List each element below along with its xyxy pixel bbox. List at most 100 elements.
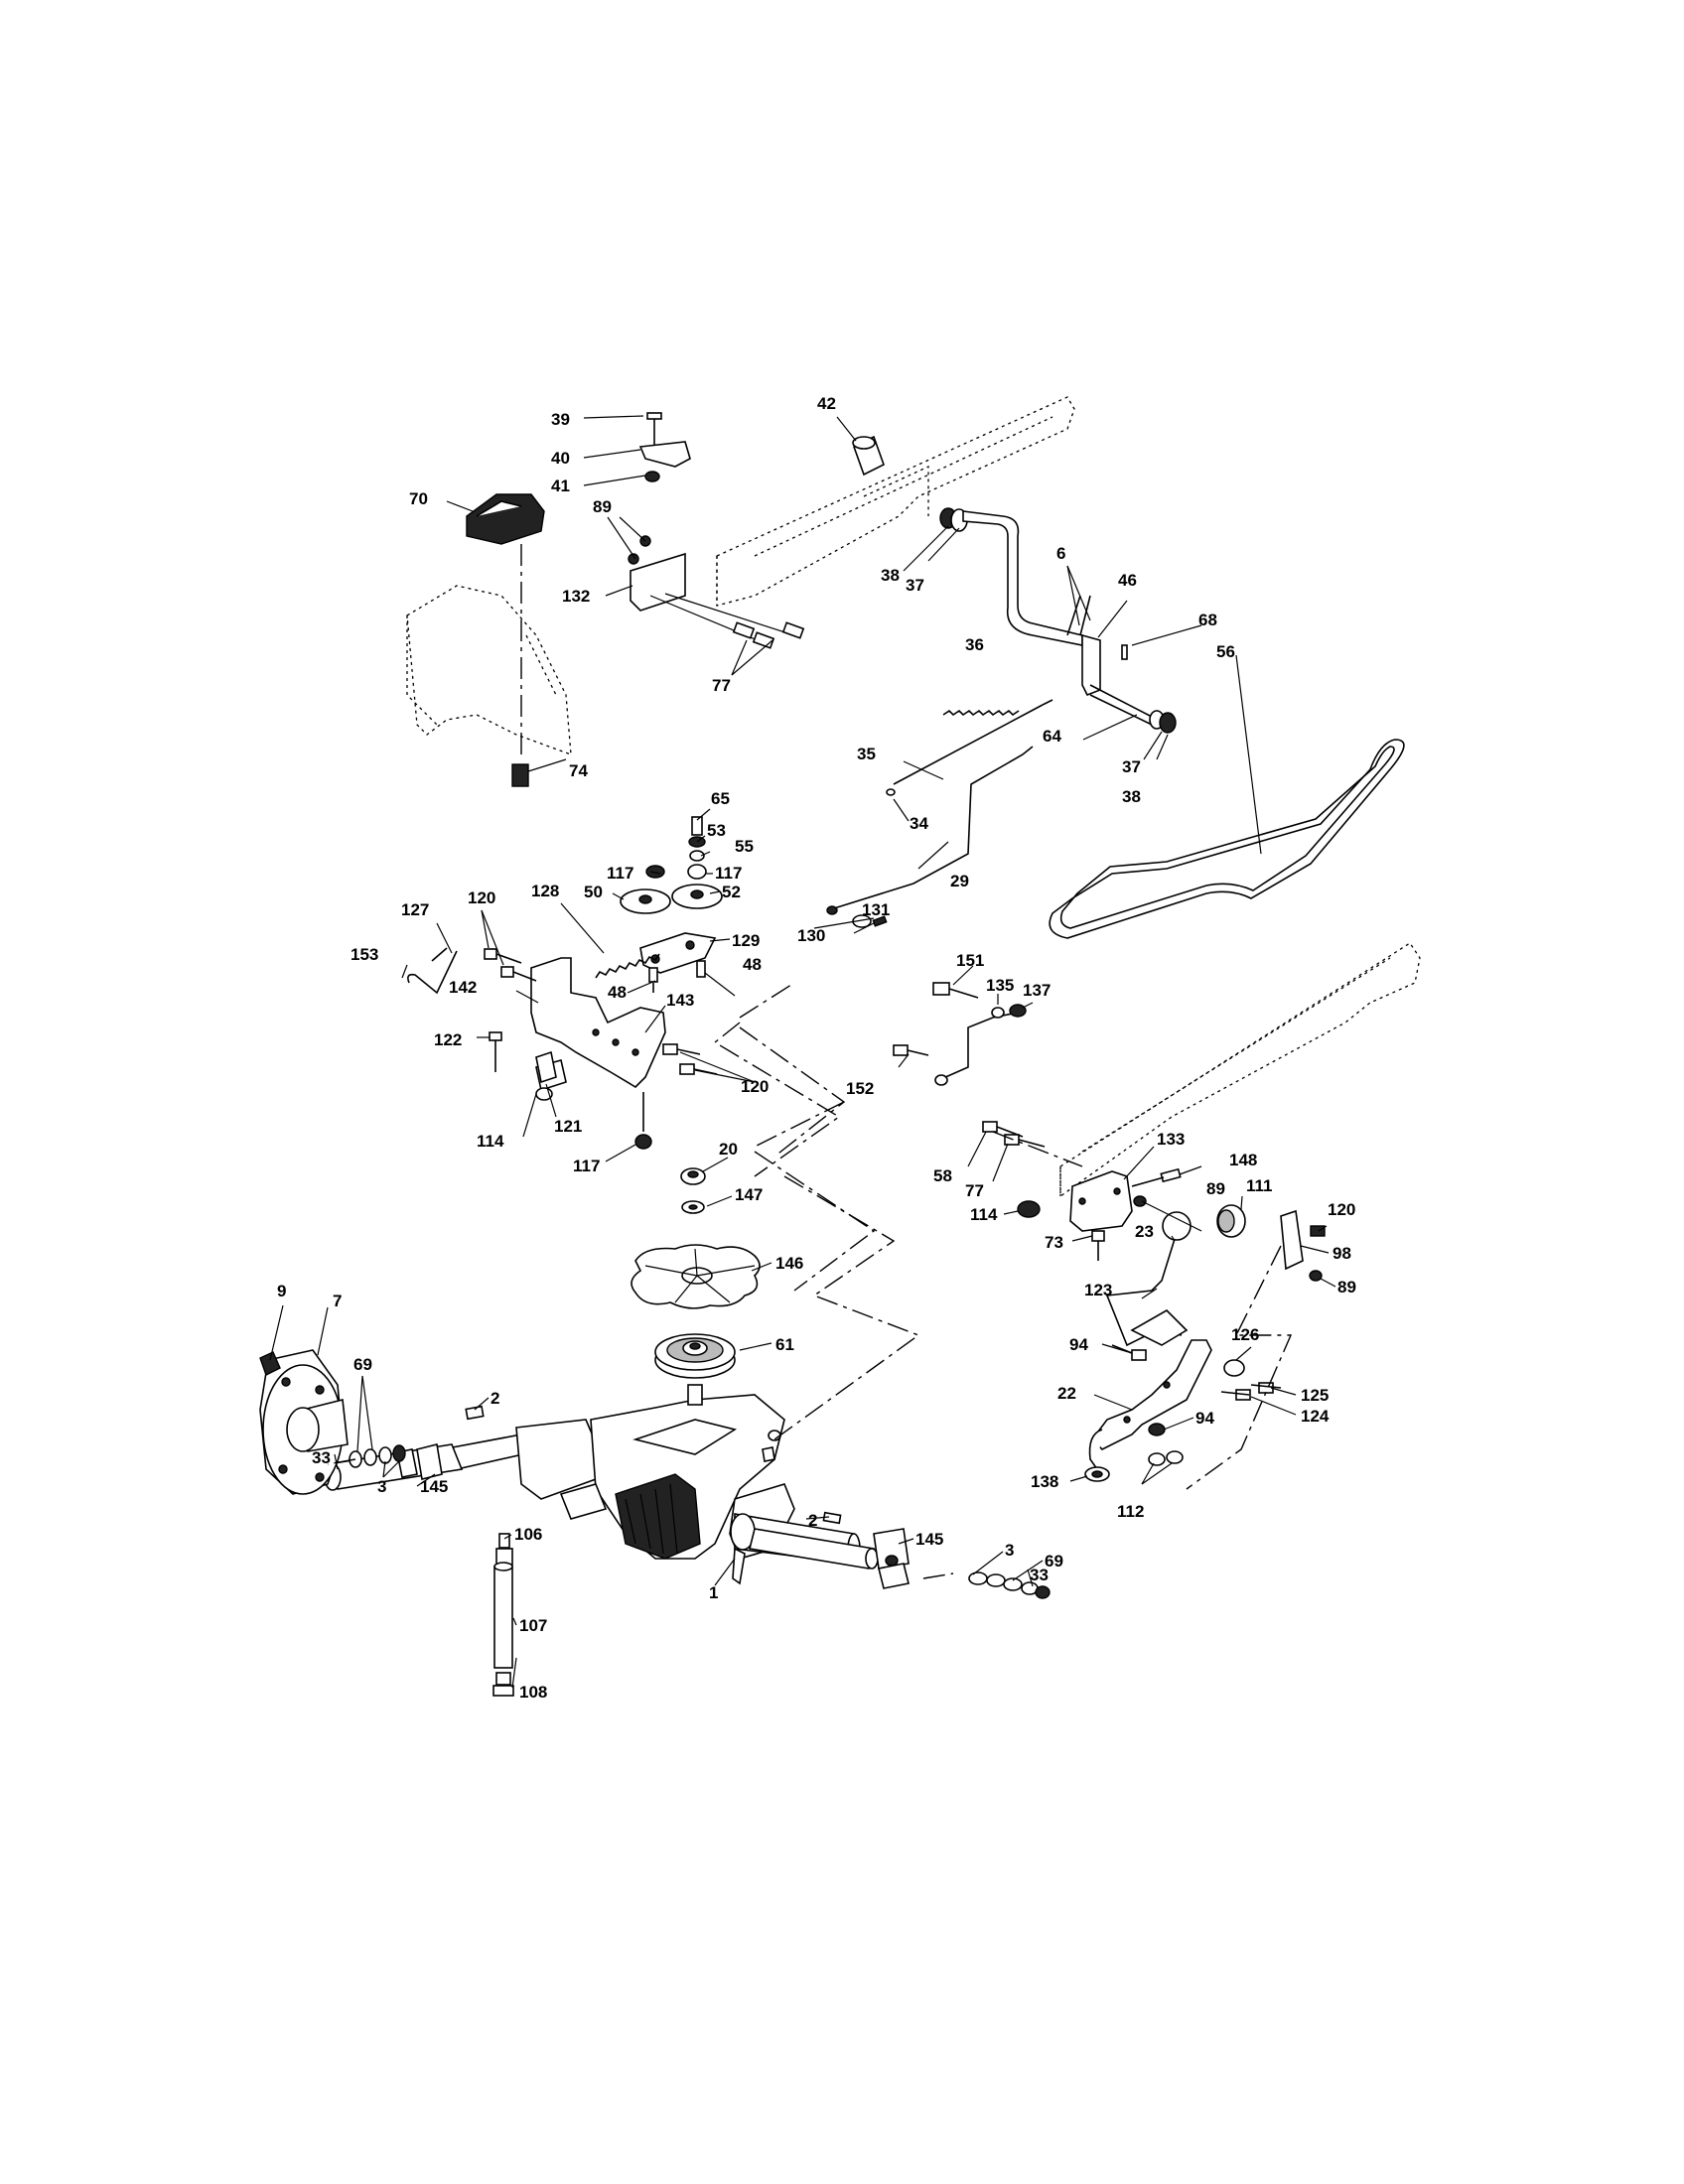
callout-145-right: 145: [915, 1530, 943, 1549]
callout-56: 56: [1216, 642, 1235, 661]
callout-148: 148: [1229, 1151, 1257, 1169]
callout-143: 143: [666, 991, 694, 1010]
callout-7: 7: [333, 1292, 342, 1310]
belt-routing-lines: [713, 982, 1293, 1490]
callout-111: 111: [1246, 1176, 1273, 1195]
callout-61: 61: [775, 1335, 794, 1354]
callout-69-right: 69: [1045, 1552, 1063, 1570]
callout-69-left: 69: [353, 1355, 372, 1374]
callout-123: 123: [1084, 1281, 1112, 1299]
pulleys-50-52: [620, 816, 723, 993]
fan-146: [631, 1244, 761, 1309]
callout-133: 133: [1157, 1130, 1185, 1149]
callout-89-right: 89: [1337, 1278, 1356, 1297]
bushing-111: [1216, 1204, 1246, 1238]
callout-2-right: 2: [808, 1511, 817, 1530]
callout-120-center: 120: [741, 1077, 769, 1096]
bracket-98: [1280, 1209, 1326, 1282]
callout-153: 153: [351, 945, 378, 964]
callout-108: 108: [519, 1683, 547, 1702]
callout-labels: 39 40 41 42 70 89 132 77 38 37 6 46 68 3…: [277, 394, 1356, 1702]
callout-70: 70: [409, 489, 428, 508]
callout-77-lower: 77: [965, 1181, 984, 1200]
callout-112: 112: [1117, 1502, 1144, 1521]
callout-130: 130: [797, 926, 825, 945]
callout-121: 121: [554, 1117, 582, 1136]
callout-33-right: 33: [1030, 1566, 1049, 1584]
callout-117-left: 117: [607, 864, 633, 883]
callout-125: 125: [1301, 1386, 1329, 1405]
nut-washer-20-147: [680, 1167, 706, 1214]
parts-122-121-114: [489, 1031, 718, 1150]
washers-left-69-3-33: [327, 1443, 443, 1480]
pulley-61: [654, 1333, 736, 1379]
spring-128: [595, 953, 660, 979]
callout-120-right: 120: [1328, 1200, 1355, 1219]
spring-36: [942, 709, 1020, 717]
callout-37-lower: 37: [1122, 757, 1141, 776]
right-axle-shaft: [749, 1511, 954, 1589]
callout-98: 98: [1333, 1244, 1351, 1263]
callout-65: 65: [711, 789, 730, 808]
callout-117-right: 117: [715, 864, 742, 883]
callout-3-left: 3: [377, 1477, 386, 1496]
sleeve-42: [852, 435, 885, 477]
callout-42: 42: [817, 394, 836, 413]
callout-6: 6: [1056, 544, 1065, 563]
callout-73: 73: [1045, 1233, 1063, 1252]
callout-107: 107: [519, 1616, 547, 1635]
callout-142: 142: [449, 978, 477, 997]
knob-70: [466, 493, 545, 787]
bolts-120-left: [407, 947, 537, 995]
callout-36: 36: [965, 635, 984, 654]
callout-46: 46: [1118, 571, 1137, 590]
callout-152: 152: [846, 1079, 874, 1098]
callout-74: 74: [569, 761, 588, 780]
callout-68: 68: [1198, 611, 1217, 629]
callout-2-left: 2: [491, 1389, 499, 1408]
callout-20: 20: [719, 1140, 738, 1159]
callout-9: 9: [277, 1282, 286, 1300]
callout-124: 124: [1301, 1407, 1330, 1426]
callout-106: 106: [514, 1525, 542, 1544]
callout-126: 126: [1231, 1325, 1259, 1344]
callout-122: 122: [434, 1030, 462, 1049]
callout-128: 128: [531, 882, 559, 900]
leader-lines: [269, 415, 1336, 1689]
upper-bracket-132: [628, 535, 805, 649]
cross-shaft-64: [939, 507, 1177, 734]
callout-37-upper: 37: [906, 576, 924, 595]
callout-52: 52: [722, 883, 741, 901]
washers-right-3-69-33: [968, 1571, 1051, 1599]
callout-40: 40: [551, 449, 570, 468]
shift-rod-135: [893, 982, 1083, 1167]
rear-fender-outline: [406, 585, 572, 755]
callout-114-right: 114: [970, 1205, 998, 1224]
callout-55: 55: [735, 837, 754, 856]
callout-22: 22: [1057, 1384, 1076, 1403]
callout-94-upper: 94: [1069, 1335, 1088, 1354]
callout-53: 53: [707, 821, 726, 840]
callout-117-lower: 117: [573, 1157, 600, 1175]
callout-77-upper: 77: [712, 676, 731, 695]
callout-33-left: 33: [312, 1448, 331, 1467]
callout-23: 23: [1135, 1222, 1154, 1241]
callout-127: 127: [401, 900, 429, 919]
callout-114-left: 114: [477, 1132, 504, 1151]
callout-1: 1: [709, 1583, 718, 1602]
callout-58: 58: [933, 1166, 952, 1185]
callout-38-lower: 38: [1122, 787, 1141, 806]
callout-151: 151: [956, 951, 984, 970]
lower-frame-rail: [1059, 942, 1421, 1198]
callout-146: 146: [775, 1254, 803, 1273]
bracket-133: [1017, 1167, 1182, 1261]
callout-48-right: 48: [743, 955, 762, 974]
callout-38-upper: 38: [881, 566, 900, 585]
callout-89-mid: 89: [1206, 1179, 1225, 1198]
callout-41: 41: [551, 477, 570, 495]
drive-belt: [1049, 739, 1405, 939]
rod-107-assembly: [492, 1533, 514, 1697]
callout-35: 35: [857, 745, 876, 763]
callout-94-lower: 94: [1195, 1409, 1214, 1428]
